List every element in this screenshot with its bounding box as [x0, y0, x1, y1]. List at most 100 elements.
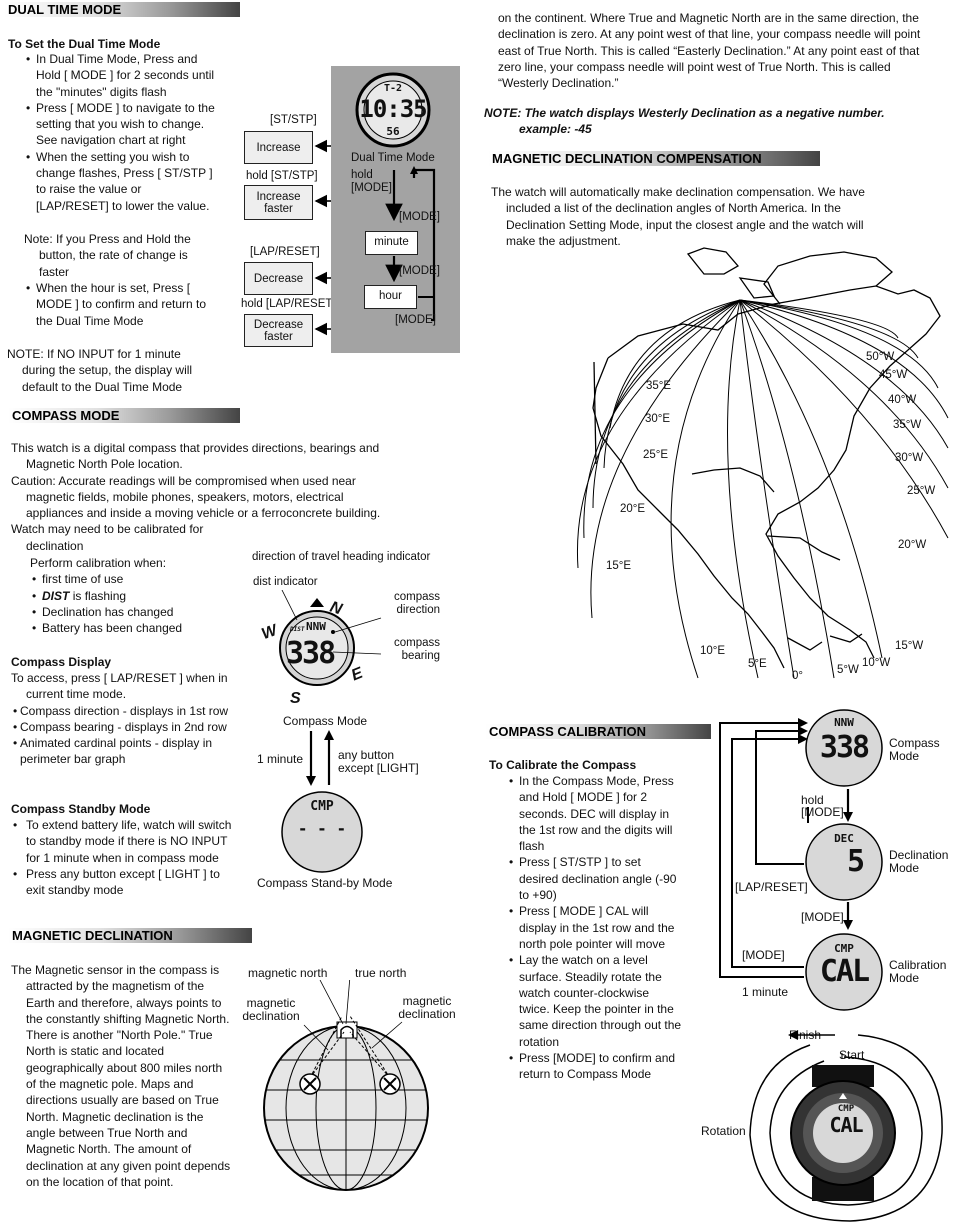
calibration-step: Press [ MODE ] CAL will display in the 1…	[507, 903, 683, 952]
compass-display-subheading: Compass Display	[11, 655, 112, 669]
ststp-label: [ST/STP]	[270, 114, 317, 126]
standby-mode-label: Compass Stand-by Mode	[257, 876, 393, 890]
noinput-note-text: NOTE: If NO INPUT for 1 minute during th…	[7, 347, 193, 394]
calibration-step: In the Compass Mode, Press and Hold [ MO…	[507, 773, 683, 854]
hold-lapreset-label: hold [LAP/RESET]	[241, 298, 336, 310]
map-label-20e: 20°E	[620, 503, 646, 515]
dist-indicator-label: dist indicator	[253, 576, 318, 588]
map-label-25w: 25°W	[907, 485, 936, 497]
compass-heading: COMPASS MODE	[8, 408, 240, 423]
perform-item: Declination has changed	[30, 604, 230, 621]
lcd-seconds: 56	[386, 125, 400, 138]
map-label-10e: 10°E	[700, 645, 726, 657]
dual-time-hold-note: Note: If you Press and Hold the button, …	[24, 231, 204, 280]
standby-watch-face	[281, 791, 363, 873]
compensation-heading: MAGNETIC DECLINATION COMPENSATION	[488, 151, 820, 166]
map-label-15w: 15°W	[895, 640, 924, 652]
declination-continuation: on the continent. Where True and Magneti…	[498, 10, 938, 91]
dual-time-subheading: To Set the Dual Time Mode	[8, 37, 161, 51]
perform-item: DIST is flashing	[30, 588, 230, 605]
map-label-40w: 40°W	[888, 394, 917, 406]
dual-time-instructions: In Dual Time Mode, Press and Hold [ MODE…	[24, 51, 216, 214]
compass-caution-text: Caution: Accurate readings will be compr…	[11, 473, 381, 521]
map-label-35w: 35°W	[893, 419, 922, 431]
map-label-15e: 15°E	[606, 560, 632, 572]
calibration-flow-arrows	[719, 718, 853, 978]
dual-time-bullet: When the hour is set, Press [ MODE ] to …	[24, 280, 220, 329]
lcd-direction: NNW	[306, 620, 326, 633]
perform-item: Battery has been changed	[30, 620, 230, 637]
map-label-5e: 5°E	[748, 658, 767, 670]
dual-time-arrows	[314, 139, 436, 336]
standby-dashes: - - -	[297, 819, 347, 838]
compass-direction-label: compass direction	[393, 591, 440, 616]
calib-lcd3-main: CAL	[819, 954, 870, 989]
dual-time-heading: DUAL TIME MODE	[4, 2, 240, 17]
map-label-10w: 10°W	[862, 657, 891, 669]
display-item: Compass direction - displays in 1st row	[11, 703, 239, 720]
dual-time-watch-face: T-2 10:35 56	[355, 72, 431, 148]
dist-word: DIST	[42, 588, 70, 603]
calibration-step: Press [MODE] to confirm and return to Co…	[507, 1050, 683, 1083]
calibration-step: Lay the watch on a level surface. Steadi…	[507, 952, 683, 1050]
dual-time-bullet: In Dual Time Mode, Press and Hold [ MODE…	[24, 51, 216, 100]
any-button-label: any button except [LIGHT]	[338, 748, 419, 775]
calib-lcd1-main: 338	[819, 730, 870, 765]
cardinal-s: S	[290, 690, 301, 707]
mag-dec-left-label: magnetic declination	[242, 996, 300, 1023]
compass-display-text: To access, press [ LAP/RESET ] when in c…	[11, 670, 239, 768]
declination-map	[576, 247, 949, 679]
dual-time-noinput-note: NOTE: If NO INPUT for 1 minute during th…	[7, 346, 207, 395]
mode-label: [MODE]	[395, 314, 436, 326]
calibration-need-text: Watch may need to be calibrated for decl…	[11, 522, 204, 553]
dual-time-bullet: When the setting you wish to change flas…	[24, 149, 216, 214]
dual-time-mode-label: Dual Time Mode	[351, 152, 435, 164]
hour-box: hour	[364, 285, 417, 309]
display-item: Compass bearing - displays in 2nd row	[11, 719, 239, 736]
calibration-steps: In the Compass Mode, Press and Hold [ MO…	[507, 773, 683, 1083]
calib-lcd2-top: DEC	[834, 832, 854, 845]
globe-graphic	[263, 980, 429, 1191]
perform-label: Perform calibration when:	[30, 556, 167, 570]
calib-declination-watch	[805, 823, 883, 901]
lcd-top-text: T-2	[383, 83, 403, 94]
calib-mode-c: [MODE]	[742, 948, 785, 962]
calib-lcd2-main: 5	[846, 844, 866, 879]
lapreset-label: [LAP/RESET]	[250, 246, 320, 258]
travel-indicator-label: direction of travel heading indicator	[252, 551, 431, 563]
calib-compass-watch	[805, 709, 883, 787]
hold-note-text: Note: If you Press and Hold the button, …	[24, 232, 191, 279]
magdec-text: The Magnetic sensor in the compass is at…	[11, 962, 231, 1190]
magdec-heading: MAGNETIC DECLINATION	[8, 928, 252, 943]
compass-standby-subheading: Compass Standby Mode	[11, 802, 151, 816]
mode-label: [MODE]	[399, 211, 440, 223]
lcd-time: 10:35	[359, 95, 427, 123]
map-label-30w: 30°W	[895, 452, 924, 464]
increase-box: Increase	[244, 131, 313, 164]
map-label-30e: 30°E	[645, 413, 671, 425]
calibration-step: Press [ ST/STP ] to set desired declinat…	[507, 854, 683, 903]
true-north-label: true north	[355, 966, 407, 980]
dual-time-bullet: Press [ MODE ] to navigate to the settin…	[24, 100, 216, 149]
hold-label: hold	[351, 169, 373, 181]
decrease-faster-box: Decrease faster	[244, 314, 313, 347]
perform-calibration-list: Perform calibration when: first time of …	[30, 555, 230, 637]
perform-item: first time of use	[30, 571, 230, 588]
calib-calibration-watch	[805, 933, 883, 1011]
compensation-paragraph: The watch will automatically make declin…	[491, 185, 865, 248]
map-label-45w: 45°W	[879, 369, 908, 381]
map-label-20w: 20°W	[898, 539, 927, 551]
rotation-label: Rotation	[701, 1124, 746, 1138]
compass-intro-text: This watch is a digital compass that pro…	[11, 441, 380, 472]
lcd-dist-text: DIST	[290, 626, 305, 633]
compass-bearing-label: compass bearing	[393, 637, 440, 662]
mag-dec-right-label: magnetic declination	[398, 994, 456, 1021]
increase-faster-box: Increase faster	[244, 185, 313, 220]
compass-standby-arrows	[306, 730, 334, 786]
compass-standby-text: To extend battery life, watch will switc…	[11, 817, 236, 898]
calib-label-compass: Compass Mode	[889, 736, 940, 763]
calib-hold-label: hold	[801, 793, 824, 807]
calib-one-minute: 1 minute	[742, 985, 789, 999]
display-access-text: To access, press [ LAP/RESET ] when in c…	[11, 671, 228, 702]
perform-item-text: is flashing	[72, 588, 127, 603]
